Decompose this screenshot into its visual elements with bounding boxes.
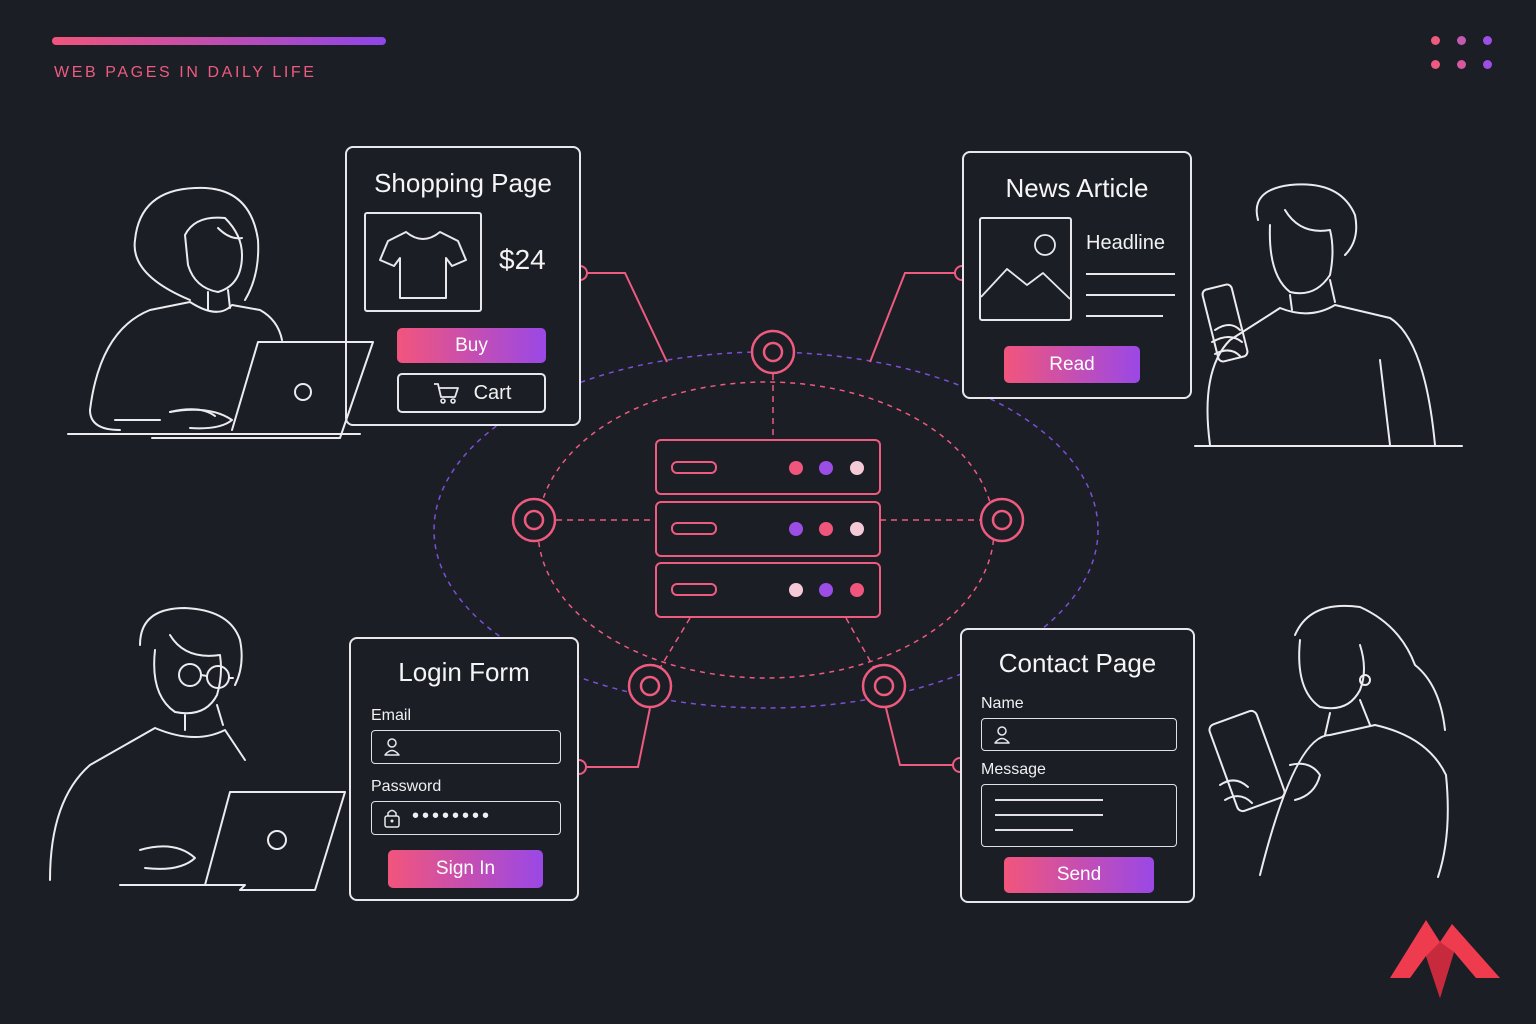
user-icon [384, 738, 400, 756]
page-tagline: WEB PAGES IN DAILY LIFE [54, 64, 317, 81]
header-accent-bar [52, 37, 386, 45]
email-label: Email [371, 707, 412, 724]
shopping-card-title: Shopping Page [374, 168, 552, 198]
news-article-card: News Article Headline Read [962, 151, 1192, 399]
product-price: $24 [499, 244, 546, 275]
login-card-title: Login Form [398, 657, 530, 687]
password-value: •••••••• [412, 805, 493, 827]
man-glasses-laptop-illustration [49, 607, 346, 891]
sign-in-button[interactable]: Sign In [388, 850, 543, 888]
message-label: Message [981, 761, 1046, 778]
text-line [1086, 294, 1175, 296]
text-line [995, 799, 1103, 801]
name-field[interactable] [981, 718, 1177, 751]
brand-logo [1390, 920, 1500, 998]
user-icon [994, 726, 1010, 744]
news-headline: Headline [1086, 232, 1165, 254]
news-card-title: News Article [1005, 173, 1149, 203]
shopping-page-card: Shopping Page $24 Buy Cart [345, 146, 581, 426]
woman-tablet-illustration [1208, 604, 1449, 878]
cart-button-label: Cart [473, 381, 512, 404]
lock-icon [384, 809, 400, 828]
text-line [1086, 315, 1163, 317]
login-form-card: Login Form Email Password •••••••• Sign … [349, 637, 579, 901]
password-field[interactable]: •••••••• [371, 801, 561, 835]
name-label: Name [981, 695, 1024, 712]
decorative-dots-icon [1431, 36, 1501, 74]
text-line [995, 829, 1073, 831]
message-field[interactable] [981, 784, 1177, 847]
contact-card-title: Contact Page [998, 648, 1157, 678]
contact-page-card: Contact Page Name Message Send [960, 628, 1195, 903]
woman-laptop-illustration [67, 186, 374, 439]
buy-button[interactable]: Buy [397, 328, 546, 363]
cart-button[interactable]: Cart [397, 373, 546, 413]
password-label: Password [371, 778, 442, 795]
text-line [1086, 273, 1175, 275]
cart-icon [433, 383, 459, 404]
read-button[interactable]: Read [1004, 346, 1140, 383]
send-button[interactable]: Send [1004, 857, 1154, 893]
text-line [995, 814, 1103, 816]
man-phone-illustration [1194, 183, 1463, 447]
tshirt-icon [364, 212, 482, 312]
image-placeholder-icon [979, 217, 1072, 321]
email-field[interactable] [371, 730, 561, 764]
